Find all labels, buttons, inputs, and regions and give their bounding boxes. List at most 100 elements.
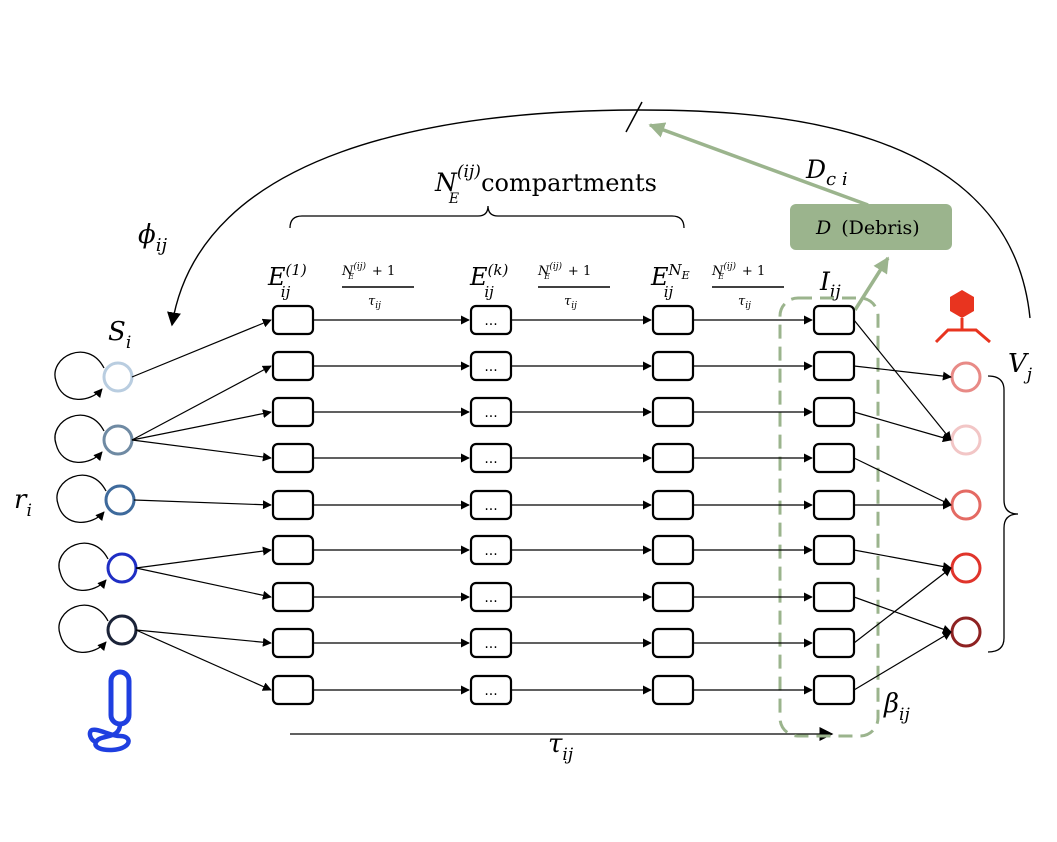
infected-compartment-box (812, 489, 856, 521)
burst-arrow (853, 457, 952, 506)
infection-arrow (131, 439, 272, 462)
ellipsis-text: ... (484, 590, 497, 606)
infection-arrow (133, 499, 272, 510)
exposed-compartment-box (651, 350, 695, 382)
infection-arrow (135, 546, 272, 569)
infected-compartment-box (812, 674, 856, 706)
infected-compartment-box (812, 442, 856, 474)
exposed-compartment-box (271, 581, 315, 613)
bacteriophage-icon (934, 290, 991, 344)
exposed-compartment-box (271, 489, 315, 521)
transition-rate-2: N(ij)E+ 1 τij (537, 261, 610, 311)
exposed-compartment-box (651, 581, 695, 613)
compartments-label: N(ij)Ecompartments (434, 162, 657, 207)
exposed-compartment-box (651, 627, 695, 659)
burst-arrow (853, 631, 952, 691)
debris-symbol: D (815, 217, 831, 239)
self-replication-loop (58, 542, 109, 591)
decay-label: Dc i (805, 155, 848, 190)
growth-rate-label: ri (14, 485, 32, 521)
debris-text: (Debris) (841, 217, 919, 239)
exposed-compartment-box (271, 396, 315, 428)
infection-arrow (135, 629, 272, 691)
ellipsis-text: ... (484, 359, 497, 375)
loop-break-mark (625, 101, 643, 133)
self-replication-loop (54, 414, 105, 463)
ellipsis-text: ... (484, 313, 497, 329)
infection-arrow (135, 567, 272, 600)
burst-arrow (853, 411, 952, 443)
exposed-compartment-box (651, 396, 695, 428)
self-replication-loop (54, 351, 105, 400)
burst-arrow (853, 365, 952, 381)
host-strain-circle (106, 614, 138, 646)
svg-text:N(ij)E+ 1: N(ij)E+ 1 (537, 261, 591, 281)
exposed-first-label: E(1)ij (267, 261, 307, 301)
host-strain-circle (102, 424, 134, 456)
susceptible-label: Si (108, 317, 131, 353)
self-replication-loop (56, 474, 107, 523)
adsorption-label: ϕij (138, 220, 167, 256)
exposed-compartment-box (651, 304, 695, 336)
infected-compartment-box (812, 581, 856, 613)
exposed-compartment-box (271, 350, 315, 382)
infected-compartment-box (812, 396, 856, 428)
exposed-compartment-box (651, 674, 695, 706)
infection-arrow (131, 318, 272, 378)
debris-arrow (853, 256, 890, 311)
exposed-kth-label: E(k)ij (469, 261, 508, 301)
self-replication-loop (58, 604, 109, 653)
host-strain-circle (102, 361, 134, 393)
ellipsis-text: ... (484, 636, 497, 652)
phage-label: Vj (1008, 349, 1033, 385)
exposed-compartment-box (651, 442, 695, 474)
host-strain-circle (104, 484, 136, 516)
phage-strain-circle (950, 424, 982, 456)
exposed-compartment-box (651, 489, 695, 521)
phage-brace (987, 375, 1019, 653)
ellipsis-text: ... (484, 498, 497, 514)
svg-text:τij: τij (564, 294, 577, 311)
exposed-compartment-box (271, 442, 315, 474)
burst-arrow (853, 549, 952, 571)
diagram-network: ........................... (54, 304, 982, 706)
exposed-compartment-box (271, 304, 315, 336)
burst-arrow (853, 596, 952, 634)
infection-arrow (131, 409, 272, 441)
exposed-compartment-box (271, 534, 315, 566)
svg-text:D(Debris): D (Debris) (815, 217, 920, 239)
decay-arrow (648, 122, 869, 207)
transition-rate-1: N(ij)E+ 1 τij (341, 261, 414, 311)
debris-box: D (Debris) (790, 204, 952, 250)
svg-text:N(ij)E+ 1: N(ij)E+ 1 (711, 261, 765, 281)
infected-label: Iij (819, 267, 841, 302)
phage-strain-circle (950, 361, 982, 393)
phage-strain-circle (950, 552, 982, 584)
phage-strain-circle (950, 489, 982, 521)
exposed-compartment-box (271, 627, 315, 659)
latent-period-label: τij (548, 729, 574, 765)
exposed-compartment-box (271, 674, 315, 706)
infected-dashed-box (778, 296, 880, 738)
burst-arrow (853, 567, 952, 644)
ellipsis-text: ... (484, 543, 497, 559)
infected-compartment-box (812, 534, 856, 566)
transition-rate-3: N(ij)E+ 1 τij (711, 261, 784, 311)
ellipsis-text: ... (484, 405, 497, 421)
exposed-compartment-box (651, 534, 695, 566)
infected-compartment-box (812, 627, 856, 659)
phage-strain-circle (950, 616, 982, 648)
adsorption-loop-arc (167, 109, 1031, 327)
infected-compartment-box (812, 350, 856, 382)
burst-size-label: βij (883, 689, 910, 725)
host-strain-circle (106, 552, 138, 584)
ellipsis-text: ... (484, 683, 497, 699)
ellipsis-text: ... (484, 451, 497, 467)
infected-compartment-box (812, 304, 856, 336)
svg-text:N(ij)E+ 1: N(ij)E+ 1 (341, 261, 395, 281)
infection-arrow (131, 365, 272, 441)
infection-arrow (135, 629, 272, 647)
compartments-brace (289, 205, 685, 229)
